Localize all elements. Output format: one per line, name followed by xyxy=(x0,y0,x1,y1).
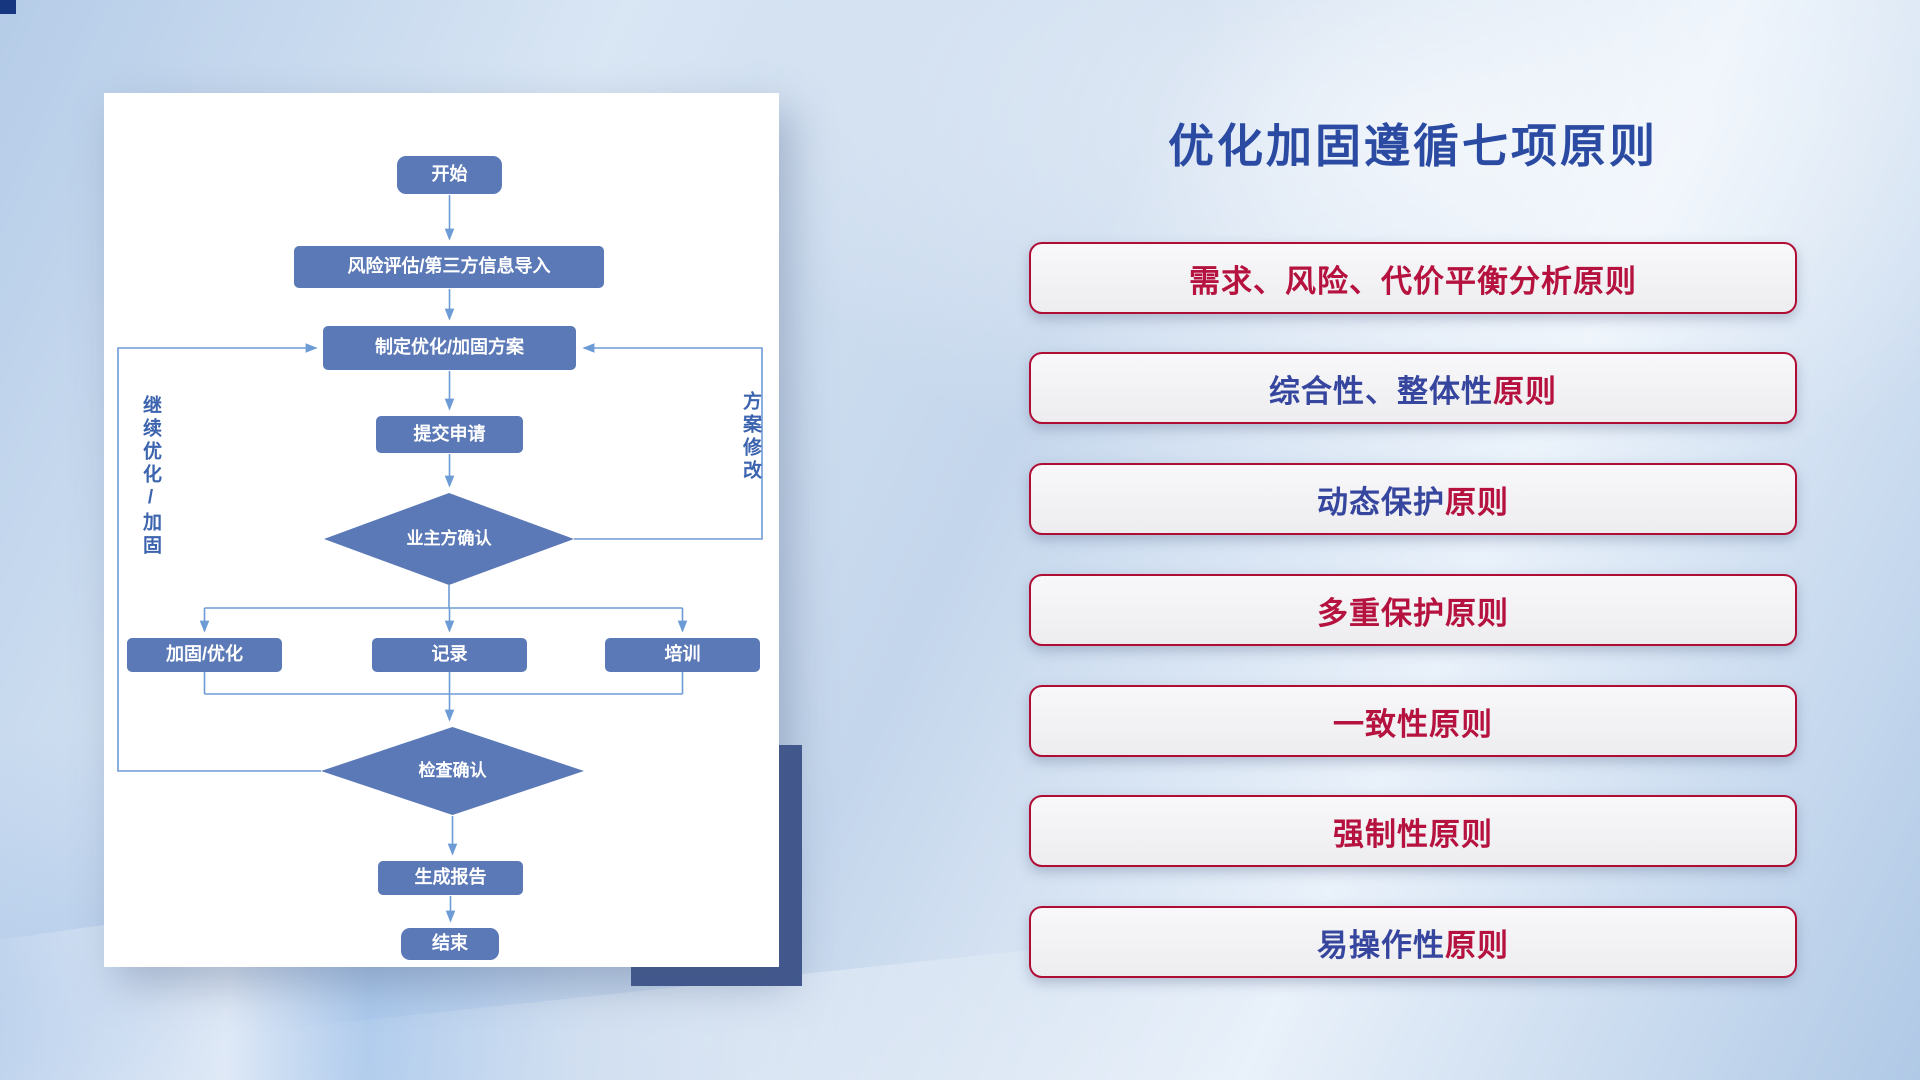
principle-text: 易操作性原则 xyxy=(1317,927,1509,963)
flow-node-record: 记录 xyxy=(372,638,527,672)
flow-node-make-plan: 制定优化/加固方案 xyxy=(323,326,576,370)
flowchart-card: 开始 风险评估/第三方信息导入 制定优化/加固方案 提交申请 业主方确认 加固/… xyxy=(104,93,779,967)
principle-text: 动态保护原则 xyxy=(1317,484,1509,520)
flow-node-report: 生成报告 xyxy=(378,861,523,895)
flow-connectors xyxy=(117,195,763,923)
principle-box-6: 强制性原则 xyxy=(1029,795,1797,867)
flow-node-submit: 提交申请 xyxy=(376,416,523,453)
principle-text: 强制性原则 xyxy=(1333,816,1493,852)
flow-node-end: 结束 xyxy=(401,928,499,960)
corner-mark xyxy=(0,0,16,14)
principle-box-3: 动态保护原则 xyxy=(1029,463,1797,535)
flow-node-start: 开始 xyxy=(397,156,502,194)
principle-box-4: 多重保护原则 xyxy=(1029,574,1797,646)
principle-box-5: 一致性原则 xyxy=(1029,685,1797,757)
flow-node-reinforce: 加固/优化 xyxy=(127,638,282,672)
flow-node-training: 培训 xyxy=(605,638,760,672)
flow-node-risk-import: 风险评估/第三方信息导入 xyxy=(294,246,604,288)
principle-text: 多重保护原则 xyxy=(1317,595,1509,631)
principle-box-2: 综合性、整体性原则 xyxy=(1029,352,1797,424)
principle-box-7: 易操作性原则 xyxy=(1029,906,1797,978)
loop-label-plan-modify: 方案修改 xyxy=(740,391,761,483)
principle-box-1: 需求、风险、代价平衡分析原则 xyxy=(1029,242,1797,314)
principle-text: 综合性、整体性原则 xyxy=(1269,373,1557,409)
loop-label-continue-optimize: 继续优化/加固 xyxy=(140,395,161,558)
principle-text: 一致性原则 xyxy=(1333,706,1493,742)
page-title: 优化加固遵循七项原则 xyxy=(1168,120,1658,172)
principle-text: 需求、风险、代价平衡分析原则 xyxy=(1189,263,1637,299)
